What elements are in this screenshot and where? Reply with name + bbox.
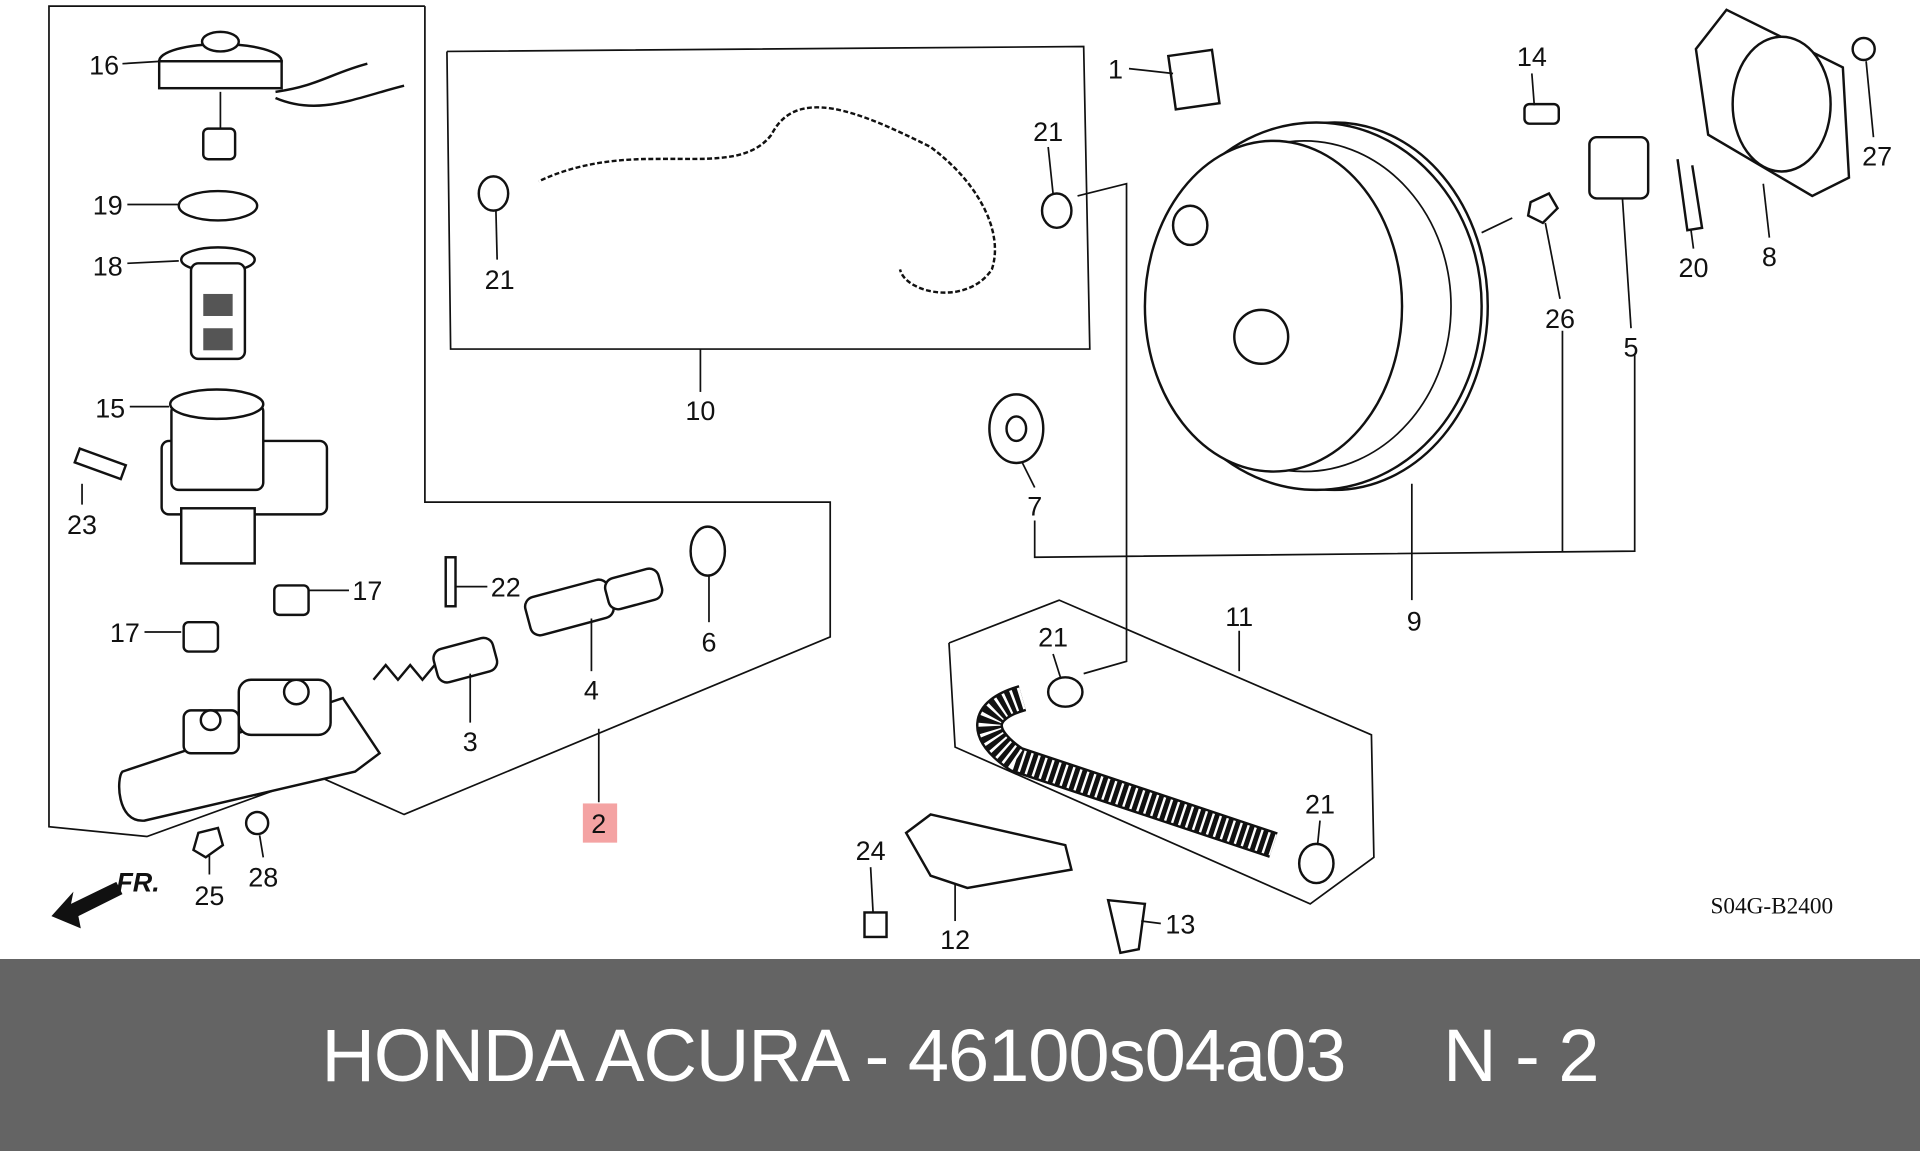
bolt-23: [73, 446, 128, 481]
callout-21: 21: [1033, 117, 1063, 147]
callout-7: 7: [1027, 492, 1042, 522]
callout-25: 25: [194, 881, 224, 911]
vacuum-hose-11: [976, 685, 1278, 858]
clamp-21c: [1046, 676, 1084, 708]
callout-6: 6: [701, 628, 716, 658]
callout-21: 21: [1305, 789, 1335, 819]
diagram-code: S04G-B2400: [1710, 894, 1833, 920]
clip-20: [1676, 159, 1704, 232]
master-cylinder-body: [117, 678, 382, 822]
callout-15: 15: [95, 394, 125, 424]
nut-25: [192, 826, 225, 859]
reservoir-15: [160, 388, 329, 565]
callout-leaders: [81, 60, 1875, 925]
pin-14: [1523, 102, 1560, 125]
nut-27: [1851, 36, 1876, 62]
callout-23: 23: [67, 510, 97, 540]
callout-19: 19: [93, 190, 123, 220]
bolt-24: [863, 911, 888, 939]
callout-11: 11: [1225, 602, 1253, 632]
callout-3: 3: [463, 727, 478, 757]
front-label: FR.: [116, 868, 159, 898]
washer-28: [244, 810, 270, 836]
callout-26: 26: [1545, 304, 1575, 334]
callout-14: 14: [1517, 42, 1547, 72]
callout-27: 27: [1862, 141, 1892, 171]
callout-22: 22: [491, 572, 521, 602]
callout-24: 24: [856, 836, 886, 866]
callout-1: 1: [1108, 54, 1123, 84]
leader-7-9-26-5: [1033, 355, 1636, 559]
group-line-hose-10: [446, 45, 1091, 350]
callout-10: 10: [685, 396, 715, 426]
grommet-17a: [273, 584, 310, 617]
callout-17: 17: [352, 576, 382, 606]
footer-banner: HONDA ACURA - 46100s04a03 N - 2: [0, 959, 1920, 1151]
brake-booster-9: [1143, 121, 1513, 492]
seal-7: [988, 393, 1045, 465]
callout-18: 18: [93, 252, 123, 282]
callout-4: 4: [584, 675, 599, 705]
piston-4: [523, 567, 664, 637]
front-arrow: FR.: [51, 868, 160, 929]
nut-26: [1526, 191, 1560, 225]
bracket-12: [904, 813, 1073, 890]
vacuum-hose-10: [538, 106, 997, 294]
highlight-box: [582, 803, 618, 843]
gasket-8: [1694, 8, 1851, 198]
gasket-1: [1166, 48, 1221, 111]
part-title: HONDA ACURA - 46100s04a03 N - 2: [321, 1013, 1599, 1097]
callout-8: 8: [1762, 242, 1777, 272]
parts-diagram: FR.: [48, 5, 1893, 956]
strainer-18: [180, 246, 256, 361]
reservoir-cap: [157, 30, 405, 161]
clip-13: [1106, 898, 1147, 955]
callout-28: 28: [248, 863, 278, 893]
leader-21-link: [1077, 182, 1128, 675]
callout-5: 5: [1624, 332, 1639, 362]
pin-22: [444, 556, 457, 608]
group-line-hose-11: [948, 599, 1375, 905]
clamp-21d: [1297, 842, 1335, 885]
callout-20: 20: [1678, 253, 1708, 283]
clamp-21a: [477, 175, 510, 212]
clevis-5: [1588, 135, 1650, 200]
callout-2-highlighted[interactable]: 2: [591, 809, 606, 839]
callout-16: 16: [89, 51, 119, 81]
callout-17: 17: [110, 618, 140, 648]
callout-21: 21: [485, 265, 515, 295]
ring-6: [689, 525, 727, 577]
callout-21: 21: [1038, 623, 1068, 653]
callout-13: 13: [1165, 909, 1195, 939]
clamp-21b: [1040, 192, 1073, 230]
piston-3: [372, 636, 499, 684]
group-line-master-cylinder: [48, 5, 832, 838]
grommet-17b: [182, 620, 220, 653]
seal-19: [177, 189, 259, 222]
callout-9: 9: [1407, 607, 1422, 637]
callout-12: 12: [940, 925, 970, 955]
